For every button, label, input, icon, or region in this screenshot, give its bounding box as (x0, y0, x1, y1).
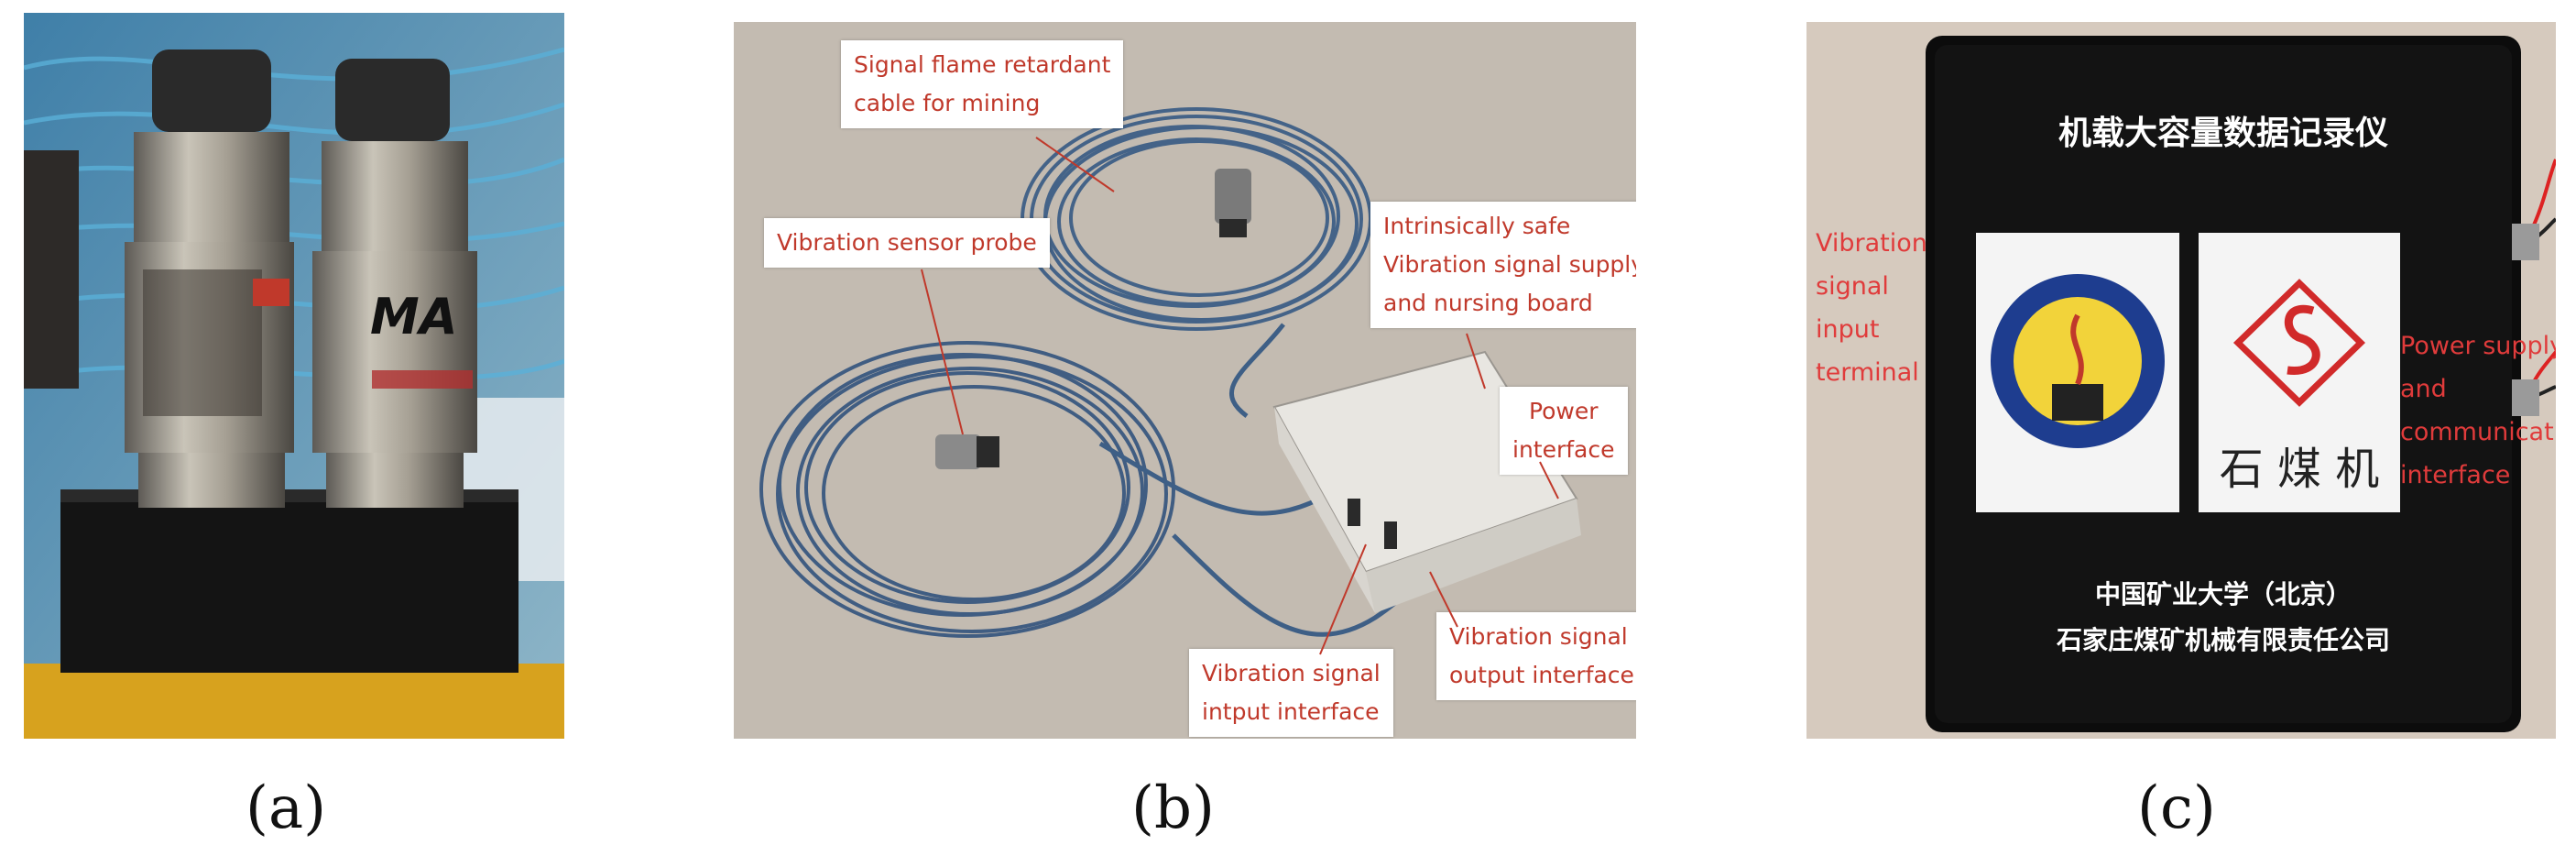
logo-right-text: 石 煤 机 (2219, 444, 2380, 495)
device-title: 机载大容量数据记录仪 (2058, 115, 2388, 152)
callout-supply-board: Intrinsically safe Vibration signal supp… (1370, 202, 1636, 328)
callout-line: Vibration signal (1202, 660, 1381, 686)
note-line: signal (1816, 272, 1889, 301)
power-interface-note: Power supply and communication interface (2400, 324, 2556, 497)
panel-a-photo: MA (24, 13, 564, 739)
callout-line: intput interface (1202, 698, 1380, 725)
panel-label-c: (c) (2137, 774, 2216, 842)
callout-line: output interface (1449, 662, 1634, 688)
note-line: interface (2400, 461, 2511, 489)
panel-label-b: (b) (1131, 774, 1215, 842)
callout-input-interface: Vibration signal intput interface (1189, 649, 1393, 737)
callout-power-interface: Power interface (1500, 387, 1628, 475)
callout-sensor-probe: Vibration sensor probe (764, 218, 1050, 268)
sensors-photo-illustration (24, 13, 564, 739)
sensor-brand-text: MA (370, 288, 458, 346)
callout-line: cable for mining (854, 90, 1041, 116)
callout-signal-cable: Signal flame retardant cable for mining (841, 40, 1124, 128)
note-line: Vibration (1816, 229, 1927, 258)
callout-output-interface: Vibration signal output interface (1436, 612, 1636, 700)
callout-line: and nursing board (1383, 290, 1593, 316)
maker-line-1: 中国矿业大学（北京） (2094, 579, 2352, 609)
note-line: Power supply (2400, 332, 2556, 360)
panel-b-photo: Signal flame retardant cable for mining … (734, 22, 1636, 739)
callout-line: interface (1512, 436, 1615, 463)
callout-line: Vibration sensor probe (777, 229, 1037, 256)
callout-line: Signal flame retardant (854, 51, 1111, 78)
callout-line: Vibration signal supply (1383, 251, 1636, 278)
note-line: communication (2400, 418, 2556, 446)
panel-label-a: (a) (246, 774, 327, 842)
callout-line: Intrinsically safe (1383, 213, 1571, 239)
note-line: terminal (1816, 358, 1919, 387)
callout-line: Vibration signal (1449, 623, 1628, 650)
input-terminal-note: Vibration signal input terminal (1816, 222, 1927, 394)
panel-c-photo: 机载大容量数据记录仪 石 煤 机 中国矿业大学（北京） 石家庄煤矿机械有限责任公… (1806, 22, 2556, 739)
note-line: and (2400, 375, 2447, 403)
recorder-photo-illustration (1806, 22, 2556, 739)
note-line: input (1816, 315, 1880, 344)
callout-line: Power (1528, 398, 1599, 424)
maker-line-2: 石家庄煤矿机械有限责任公司 (2056, 625, 2390, 655)
